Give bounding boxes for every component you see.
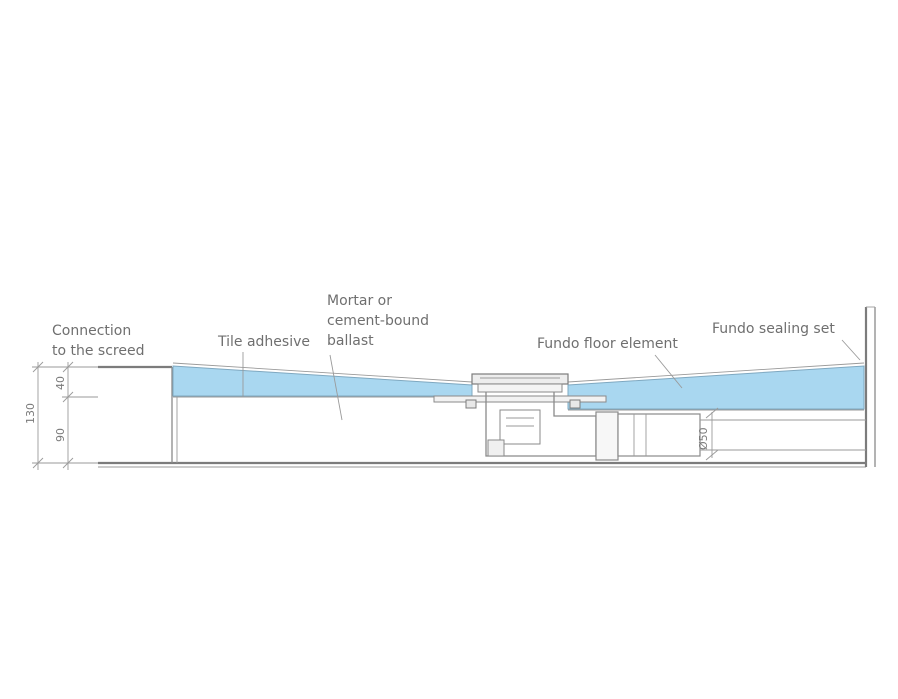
screed-edge bbox=[171, 367, 178, 463]
dimension-40: 40 bbox=[54, 376, 67, 390]
dimension-90: 90 bbox=[54, 428, 67, 442]
label-tile-adhesive: Tile adhesive bbox=[217, 334, 310, 350]
height-dimensions: 130 40 90 bbox=[24, 361, 98, 470]
base-slab bbox=[98, 461, 866, 468]
right-wall bbox=[864, 306, 876, 467]
label-fundo-sealing-set: Fundo sealing set bbox=[712, 321, 835, 337]
outlet-pipe bbox=[595, 411, 866, 461]
leader-lines bbox=[242, 339, 861, 421]
pipe-diameter-dimension: Ø50 bbox=[697, 407, 719, 461]
fundo-floor-element bbox=[172, 362, 865, 410]
pipe-diameter-text: Ø50 bbox=[697, 427, 710, 450]
label-mortar-line3: ballast bbox=[327, 333, 374, 349]
label-connection-line1: Connection bbox=[52, 323, 131, 339]
label-connection-line2: to the screed bbox=[52, 343, 144, 359]
label-mortar-line2: cement-bound bbox=[327, 313, 429, 329]
label-mortar-line1: Mortar or bbox=[327, 293, 392, 309]
dimension-130: 130 bbox=[24, 403, 37, 424]
label-fundo-floor-element: Fundo floor element bbox=[537, 336, 678, 352]
drain-body bbox=[433, 373, 607, 457]
